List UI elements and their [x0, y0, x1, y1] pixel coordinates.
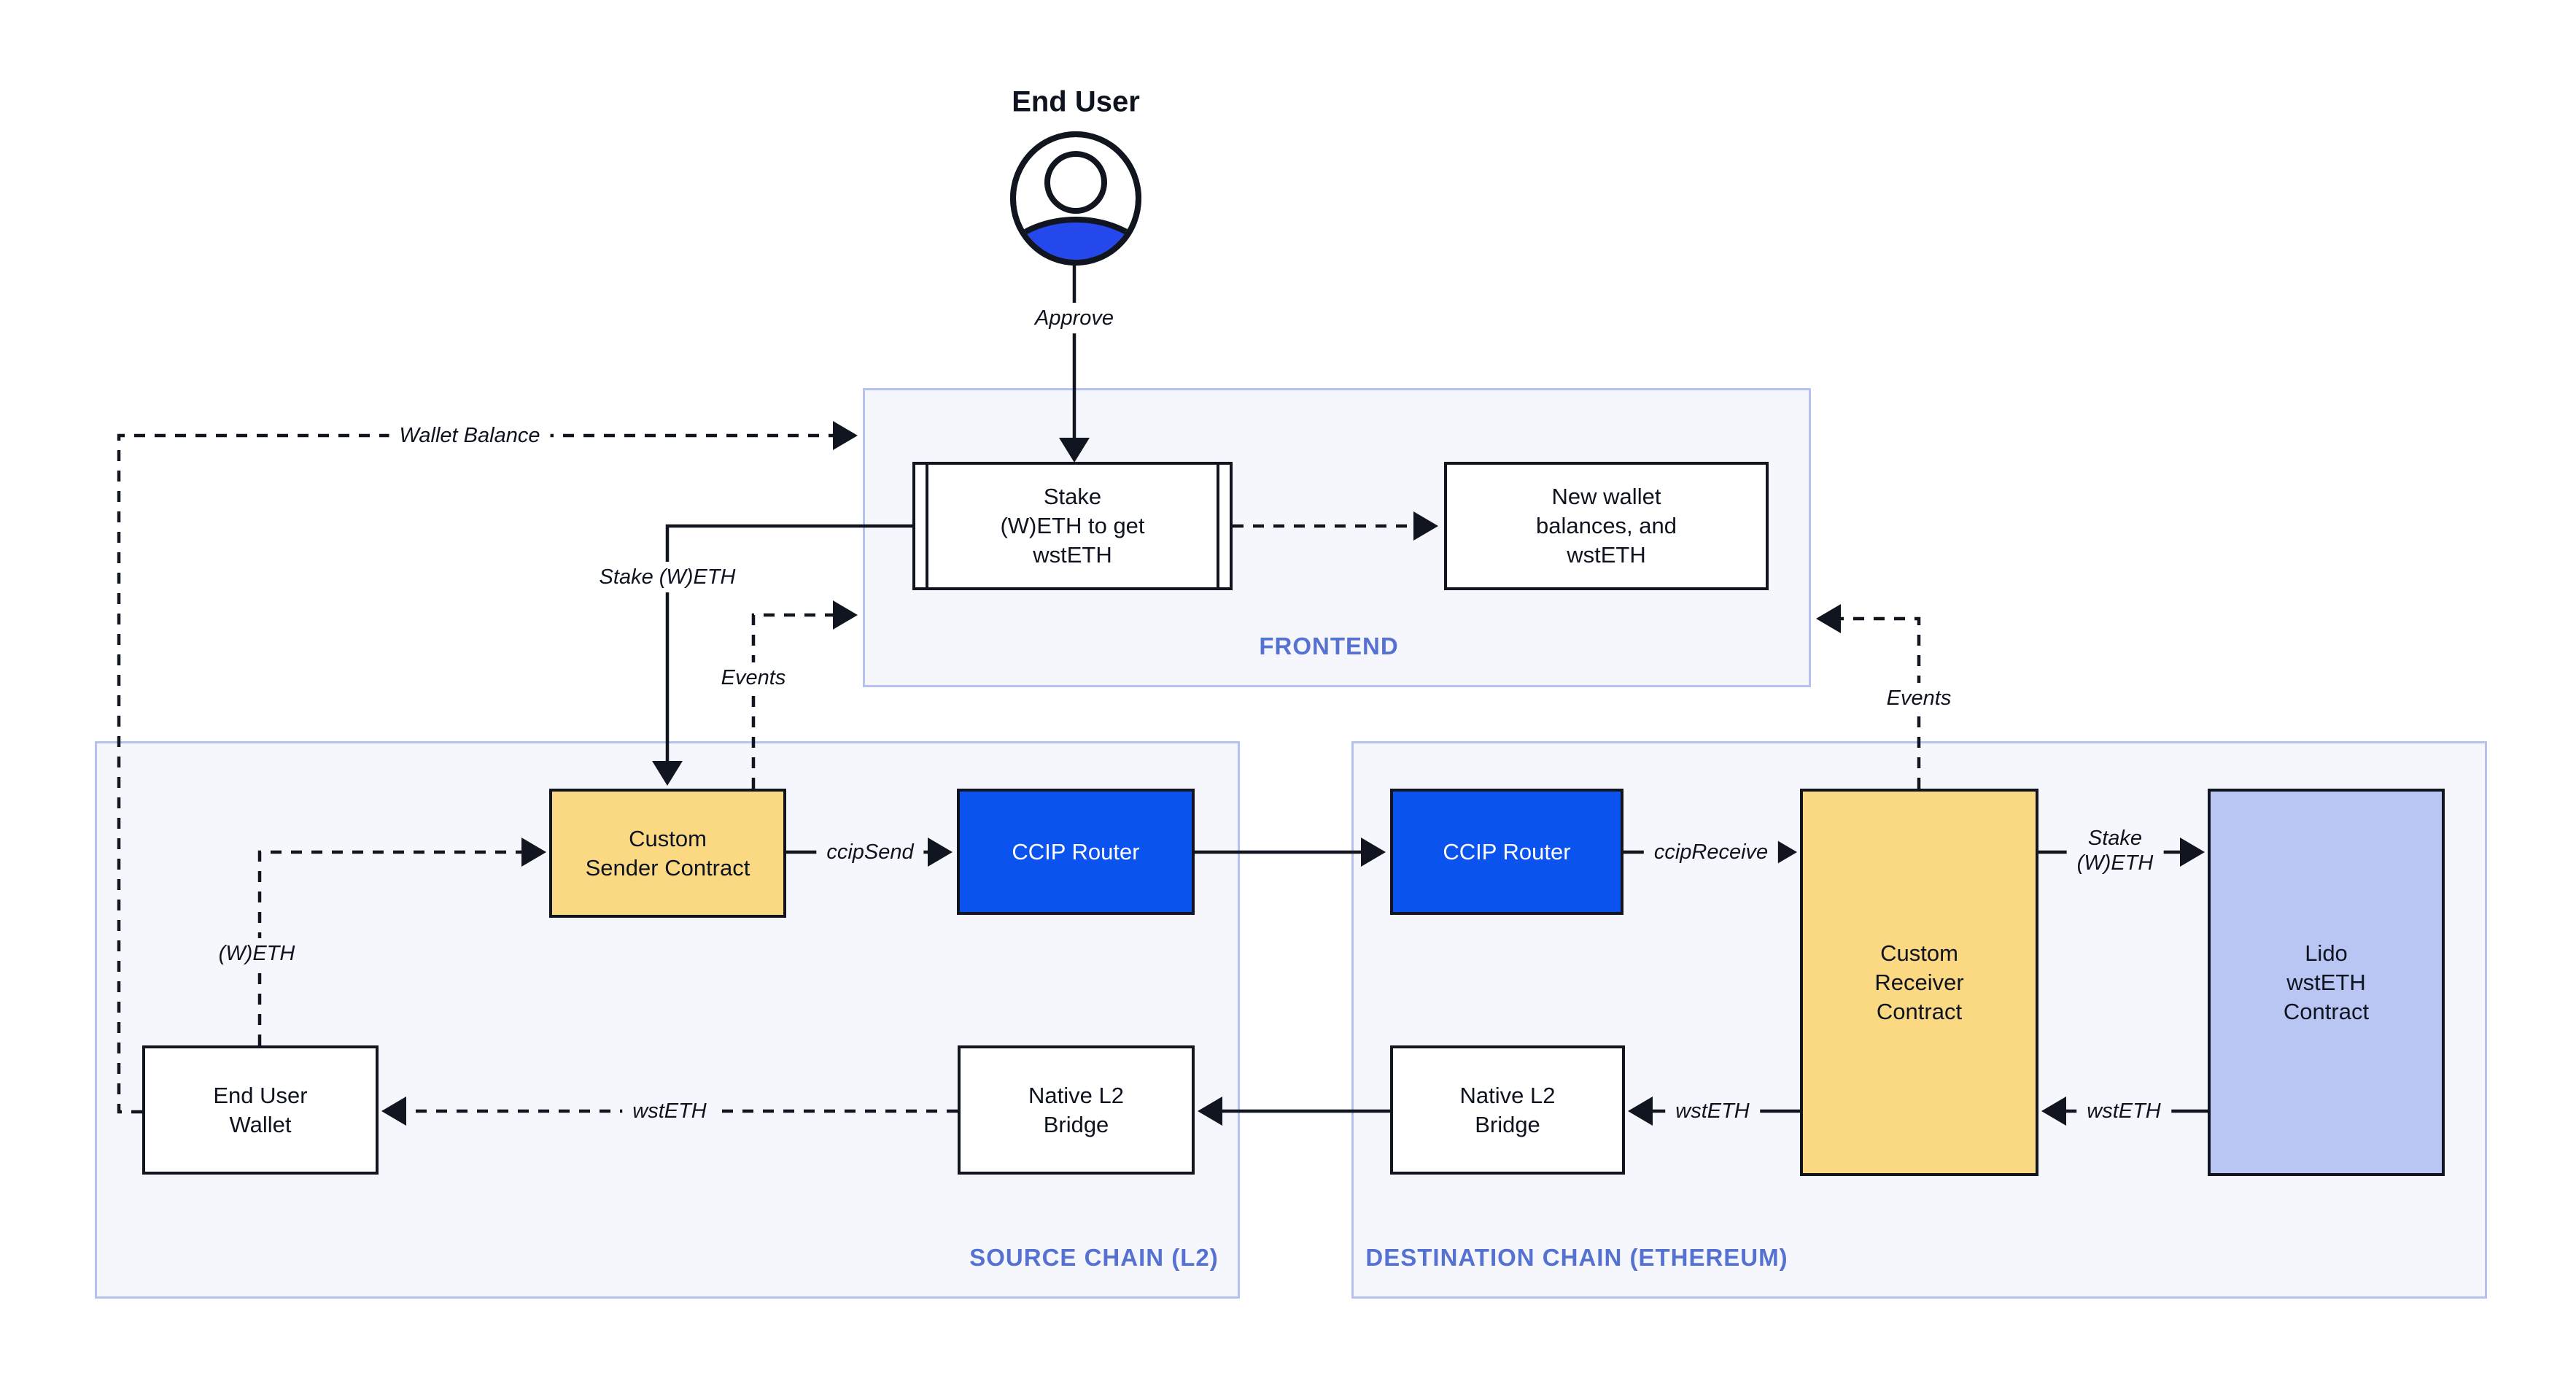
new-wallet-text: New wallet — [1551, 484, 1661, 509]
events-left-label: Events — [710, 662, 796, 693]
custom-receiver-text: Receiver — [1874, 969, 1964, 995]
connector-stake-to-newwallet — [1233, 511, 1438, 541]
ccip-router-source: CCIP Router — [957, 789, 1195, 915]
native-l2-bridge-destination-text: Bridge — [1475, 1111, 1540, 1137]
lido-contract-text: wstETH — [2286, 969, 2366, 995]
end-user-wallet-text: Wallet — [229, 1111, 292, 1137]
end-user-title: End User — [1012, 85, 1140, 118]
lido-contract-text: Contract — [2283, 998, 2370, 1024]
stake-weth-right-line: (W)ETH — [2076, 851, 2154, 875]
stake-weth-right-line: Stake — [2087, 827, 2143, 850]
ccip-send-label: ccipSend — [816, 837, 924, 867]
source-chain-label: SOURCE CHAIN (L2) — [969, 1244, 1219, 1271]
connector-stake-weth — [652, 524, 912, 786]
destination-chain-label: DESTINATION CHAIN (ETHEREUM) — [1365, 1244, 1788, 1271]
custom-receiver-text: Contract — [1876, 998, 1963, 1024]
ccip-router-destination: CCIP Router — [1390, 789, 1623, 915]
ccip-router-destination-text: CCIP Router — [1443, 838, 1571, 865]
lido-contract-text: Lido — [2305, 940, 2348, 966]
custom-receiver-contract: Custom Receiver Contract — [1800, 789, 2038, 1176]
connector-bridge-to-bridge — [1198, 1097, 1390, 1126]
new-wallet-text: wstETH — [1567, 542, 1646, 568]
events-right-label: Events — [1876, 683, 1962, 713]
lido-wsteth-contract: Lido wstETH Contract — [2208, 789, 2445, 1176]
stake-box-text: wstETH — [1033, 542, 1112, 568]
wallet-balance-label: Wallet Balance — [389, 420, 551, 451]
custom-receiver-text: Custom — [1880, 940, 1958, 966]
stake-box-text: Stake — [1043, 484, 1102, 509]
approve-label: Approve — [1024, 303, 1125, 333]
native-l2-bridge-source-text: Bridge — [1043, 1111, 1109, 1137]
native-l2-bridge-source-text: Native L2 — [1028, 1082, 1124, 1108]
weth-label: (W)ETH — [208, 938, 306, 969]
connector-events-left — [751, 600, 858, 789]
stake-box-text: (W)ETH to get — [1000, 513, 1145, 538]
subroutine-inner-line-left — [926, 465, 928, 587]
connector-events-right — [1816, 604, 1921, 789]
ccip-receive-label: ccipReceive — [1643, 837, 1779, 867]
end-user-wallet: End User Wallet — [142, 1045, 379, 1175]
custom-sender-text: Sender Contract — [585, 854, 750, 881]
custom-sender-contract: Custom Sender Contract — [549, 789, 786, 918]
stake-weth-box: Stake (W)ETH to get wstETH — [912, 462, 1233, 590]
stake-weth-label: Stake (W)ETH — [589, 562, 746, 592]
connector-router-to-router — [1195, 838, 1386, 867]
custom-sender-text: Custom — [629, 825, 707, 851]
native-l2-bridge-source: Native L2 Bridge — [958, 1045, 1195, 1175]
end-user-icon — [1010, 131, 1141, 266]
wsteth-wallet-label: wstETH — [622, 1096, 717, 1126]
frontend-label: FRONTEND — [1259, 633, 1399, 660]
connector-weth — [257, 838, 546, 1045]
wsteth-lido-label: wstETH — [2076, 1096, 2171, 1126]
connector-approve — [1059, 263, 1090, 463]
subroutine-inner-line-right — [1217, 465, 1219, 587]
stake-weth-right-label: Stake (W)ETH — [2066, 823, 2164, 878]
connector-wallet-balance — [117, 421, 858, 1114]
new-wallet-balances-box: New wallet balances, and wstETH — [1444, 462, 1769, 590]
new-wallet-text: balances, and — [1535, 513, 1677, 538]
ccip-router-source-text: CCIP Router — [1012, 838, 1140, 865]
native-l2-bridge-destination-text: Native L2 — [1459, 1082, 1556, 1108]
end-user-wallet-text: End User — [213, 1082, 308, 1108]
native-l2-bridge-destination: Native L2 Bridge — [1390, 1045, 1625, 1175]
wsteth-mid-label: wstETH — [1665, 1096, 1760, 1126]
